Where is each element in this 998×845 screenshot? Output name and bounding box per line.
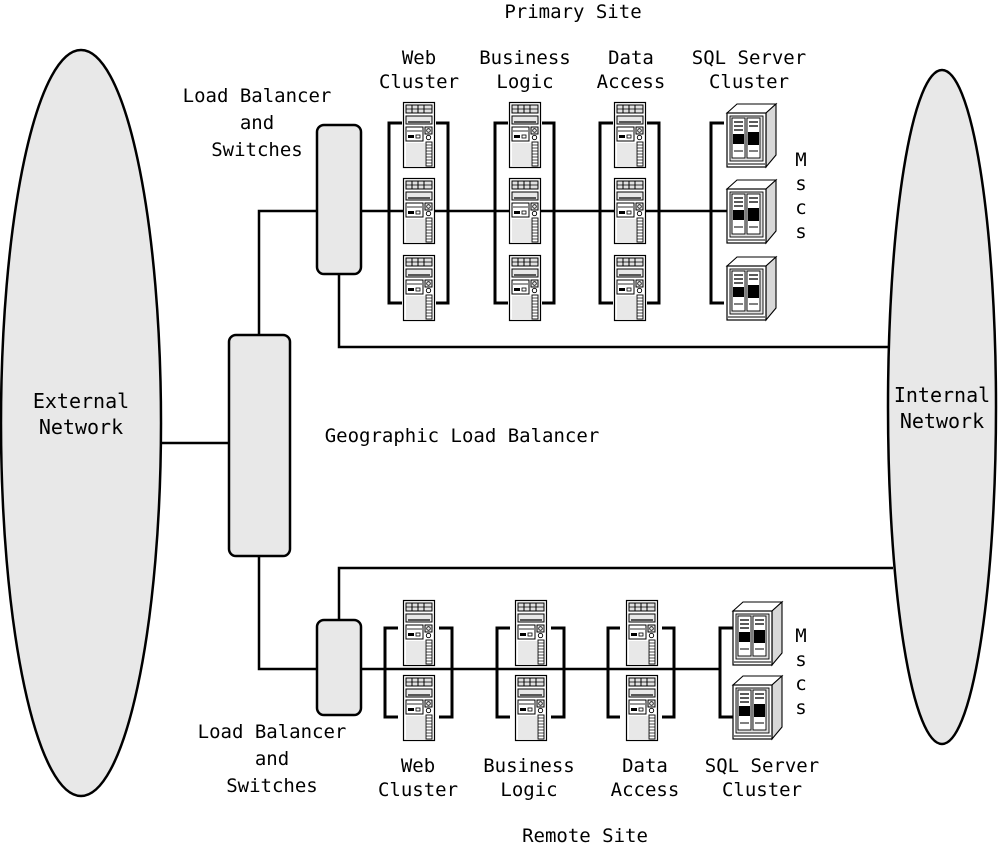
remote-web-cluster [383, 599, 454, 742]
primary-web-label-line2: Cluster [379, 71, 459, 93]
rack-server-icon [726, 103, 777, 168]
geo-load-balancer-box [227, 333, 292, 558]
remote-sql-cluster: M s c s [718, 601, 807, 740]
primary-site-title: Primary Site [504, 1, 641, 23]
mscs-letter: s [795, 649, 806, 671]
primary-sql-label-line2: Cluster [709, 71, 789, 93]
tower-server-icon [508, 101, 542, 169]
bracket-left [598, 121, 613, 305]
primary-lb-label-line3: Switches [211, 139, 303, 161]
geo-load-balancer-label: Geographic Load Balancer [325, 425, 600, 447]
bracket-right [439, 626, 454, 719]
primary-lb-label-line2: and [240, 112, 274, 134]
remote-data-label-line1: Data [622, 755, 668, 777]
remote-load-balancer-box [315, 618, 363, 717]
primary-sql-label-line1: SQL Server [692, 47, 806, 69]
remote-sql-label-line2: Cluster [722, 779, 802, 801]
primary-business-cluster [493, 101, 556, 322]
wire-geo-to-primary-lb [257, 209, 318, 336]
external-network-label-line1: External [33, 389, 129, 413]
tower-server-icon [613, 254, 647, 322]
tower-server-icon [613, 101, 647, 169]
mscs-letter: s [795, 173, 806, 195]
bracket-left [495, 626, 510, 719]
rack-server-icon [732, 601, 783, 666]
bracket-left [387, 121, 402, 305]
remote-sql-label-line1: SQL Server [705, 755, 819, 777]
tower-server-icon [613, 177, 647, 245]
wire-remote-lb-to-internal [337, 566, 893, 620]
external-network: External Network [0, 48, 163, 798]
tower-server-icon [402, 674, 436, 742]
remote-lb-label-line2: and [255, 748, 289, 770]
bracket-left [493, 121, 508, 305]
bracket-left [718, 626, 733, 719]
internal-network-label-line2: Network [900, 409, 984, 433]
geo-load-balancer: Geographic Load Balancer [227, 333, 600, 558]
remote-web-label-line1: Web [401, 755, 435, 777]
primary-load-balancer-box [315, 123, 363, 276]
bracket-right [542, 121, 556, 305]
tower-server-icon [402, 254, 436, 322]
internal-network: Internal Network [886, 68, 998, 746]
primary-sql-cluster: M s c s [709, 103, 807, 321]
remote-lb-label-line3: Switches [226, 775, 318, 797]
remote-site-title: Remote Site [522, 825, 648, 845]
bracket-right [662, 626, 676, 719]
primary-web-label-line1: Web [402, 47, 436, 69]
primary-business-label-line2: Logic [496, 71, 553, 93]
tower-server-icon [514, 674, 548, 742]
tower-server-icon [625, 674, 659, 742]
remote-site: Load Balancer and Switches [198, 599, 819, 845]
mscs-letter: c [795, 673, 806, 695]
mscs-letter: s [795, 221, 806, 243]
wire-geo-to-remote-lb [257, 556, 318, 671]
primary-data-label-line2: Access [597, 71, 666, 93]
bracket-left [606, 626, 620, 719]
primary-data-cluster [598, 101, 661, 322]
wire-primary-lb-to-internal [337, 273, 890, 349]
tower-server-icon [508, 254, 542, 322]
rack-server-icon [726, 179, 777, 244]
remote-lb-label-line1: Load Balancer [198, 721, 347, 743]
bracket-right [647, 121, 661, 305]
internal-network-label-line1: Internal [894, 383, 990, 407]
external-network-label-line2: Network [39, 415, 123, 439]
tower-server-icon [514, 599, 548, 667]
tower-server-icon [402, 101, 436, 169]
remote-data-label-line2: Access [611, 779, 680, 801]
mscs-letter: M [795, 149, 806, 171]
connections [160, 209, 893, 671]
bracket-left [709, 121, 724, 305]
primary-business-label-line1: Business [479, 47, 571, 69]
bracket-right [436, 121, 450, 305]
rack-server-icon [726, 256, 777, 321]
primary-lb-label-line1: Load Balancer [183, 85, 332, 107]
bracket-right [551, 626, 566, 719]
bracket-left [383, 626, 398, 719]
remote-web-label-line2: Cluster [378, 779, 458, 801]
remote-business-cluster [495, 599, 566, 742]
tower-server-icon [402, 599, 436, 667]
primary-web-cluster [387, 101, 450, 322]
remote-business-label-line1: Business [483, 755, 575, 777]
tower-server-icon [402, 177, 436, 245]
rack-server-icon [732, 675, 783, 740]
external-network-ellipse [0, 48, 163, 798]
mscs-letter: s [795, 697, 806, 719]
tower-server-icon [508, 177, 542, 245]
mscs-letter: c [795, 197, 806, 219]
tower-server-icon [625, 599, 659, 667]
internal-network-ellipse [886, 68, 998, 746]
mscs-letter: M [795, 625, 806, 647]
primary-data-label-line1: Data [608, 47, 654, 69]
remote-business-label-line2: Logic [500, 779, 557, 801]
remote-data-cluster [606, 599, 676, 742]
primary-site: Primary Site Load Balancer and Switches … [183, 1, 807, 322]
